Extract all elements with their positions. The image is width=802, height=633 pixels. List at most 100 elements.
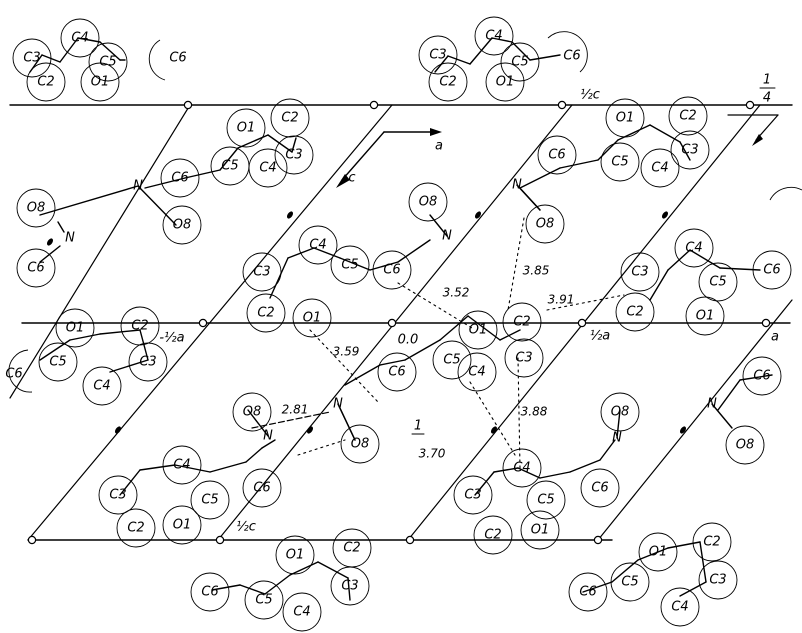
atom-label-c6: C6 (548, 148, 565, 163)
atom-circle (458, 310, 498, 350)
contact-line (309, 329, 379, 403)
atom-circle (500, 42, 540, 82)
half-c-bottom-label: ½c (236, 520, 256, 535)
atom-label-c4: C4 (513, 461, 530, 476)
atom-circle (8, 349, 33, 393)
atom-circle (453, 475, 493, 515)
atom-label-c5: C5 (49, 355, 66, 370)
atom-circle (330, 566, 370, 606)
atom-circle (330, 245, 370, 285)
bond-line (174, 464, 211, 473)
atom-label-o8: O8 (173, 218, 192, 233)
atom-label-c6: C6 (171, 171, 188, 186)
atom-label-o8: O8 (611, 405, 630, 420)
atom-label-c4: C4 (485, 29, 502, 44)
atom-label-c6: C6 (579, 585, 596, 600)
bond-line (679, 581, 707, 597)
axis-arrows (336, 87, 779, 188)
bond-line (679, 141, 691, 161)
atom-label-c6: C6 (753, 369, 770, 384)
contact-line (546, 294, 625, 311)
screw-axis-symbol (286, 211, 294, 219)
atom-label-c4: C4 (93, 379, 110, 394)
atom-label-c3: C3 (253, 265, 270, 280)
bond-line (667, 541, 701, 549)
atom-circle (502, 448, 542, 488)
atom-label-c2: C2 (439, 75, 456, 90)
atom-circle (340, 424, 380, 464)
atom-circle (82, 366, 122, 406)
atom-circle (26, 62, 66, 102)
atom-label-c4: C4 (293, 605, 310, 620)
bond-line (689, 249, 721, 269)
atom-label-c2: C2 (281, 111, 298, 126)
atom-label-c6: C6 (201, 585, 218, 600)
atom-label-o1: O1 (531, 523, 550, 538)
atom-circle (769, 186, 802, 201)
bond-line (649, 269, 669, 301)
atom-circle (38, 342, 78, 382)
half-a-left-label: -½a (159, 331, 184, 346)
bond-line (699, 541, 707, 583)
atom-label-c3: C3 (515, 351, 532, 366)
bond-line (617, 124, 651, 141)
atom-label-c2: C2 (37, 75, 54, 90)
atom-circle (674, 228, 714, 268)
atom-label-c5: C5 (537, 493, 554, 508)
atom-circle (660, 587, 700, 627)
atom-circle (502, 302, 542, 342)
atom-label-c6: C6 (563, 49, 580, 64)
atom-label-o8: O8 (419, 195, 438, 210)
bond-line (139, 464, 176, 471)
bond-line (313, 247, 341, 259)
atom-circle (457, 352, 497, 392)
atom-circle (16, 188, 56, 228)
atom-circle (752, 250, 792, 290)
atom-label-c6: C6 (253, 481, 270, 496)
atom-label-n: N (65, 231, 75, 246)
atom-label-o1: O1 (286, 548, 305, 563)
cell-origin-marker (761, 318, 771, 328)
atom-label-c3: C3 (109, 488, 126, 503)
cell-origin-marker (745, 100, 755, 110)
atom-circle (473, 515, 513, 555)
atom-label-c4: C4 (651, 161, 668, 176)
atom-circle (504, 338, 544, 378)
atom-label-c6: C6 (591, 481, 608, 496)
atom-label-o1: O1 (66, 321, 85, 336)
bond-line (144, 177, 186, 189)
bond-line (529, 54, 561, 61)
atom-circle (520, 510, 560, 550)
bond-line (499, 329, 521, 341)
atom-label-n: N (442, 229, 452, 244)
origin-label: 0.0 (398, 333, 419, 348)
atom-circle (242, 468, 282, 508)
atom-label-c6: C6 (388, 365, 405, 380)
atom-circle (55, 308, 95, 348)
atom-circle (485, 62, 525, 102)
atom-label-c2: C2 (343, 541, 360, 556)
atom-circle (190, 480, 230, 520)
atom-label-c2: C2 (484, 528, 501, 543)
atom-circle (525, 204, 565, 244)
atom-label-c3: C3 (23, 51, 40, 66)
atom-label-c5: C5 (221, 159, 238, 174)
atom-label-c3: C3 (464, 488, 481, 503)
bond-line (264, 574, 291, 595)
contact-line (507, 217, 525, 311)
atom-label-o1: O1 (173, 518, 192, 533)
atom-circle (160, 158, 200, 198)
atom-label-c4: C4 (468, 365, 485, 380)
screw-axis-symbol (679, 426, 687, 434)
atom-circle (668, 96, 708, 136)
bond-line (337, 403, 356, 441)
atom-label-c5: C5 (443, 353, 460, 368)
bond-line (439, 315, 469, 341)
atom-label-c2: C2 (679, 109, 696, 124)
atom-label-c6: C6 (27, 261, 44, 276)
bond-line (267, 134, 293, 153)
bond-line (369, 261, 399, 271)
a-axis-arrowhead (430, 128, 442, 136)
atom-circle (246, 293, 286, 333)
atom-circle (244, 580, 284, 620)
